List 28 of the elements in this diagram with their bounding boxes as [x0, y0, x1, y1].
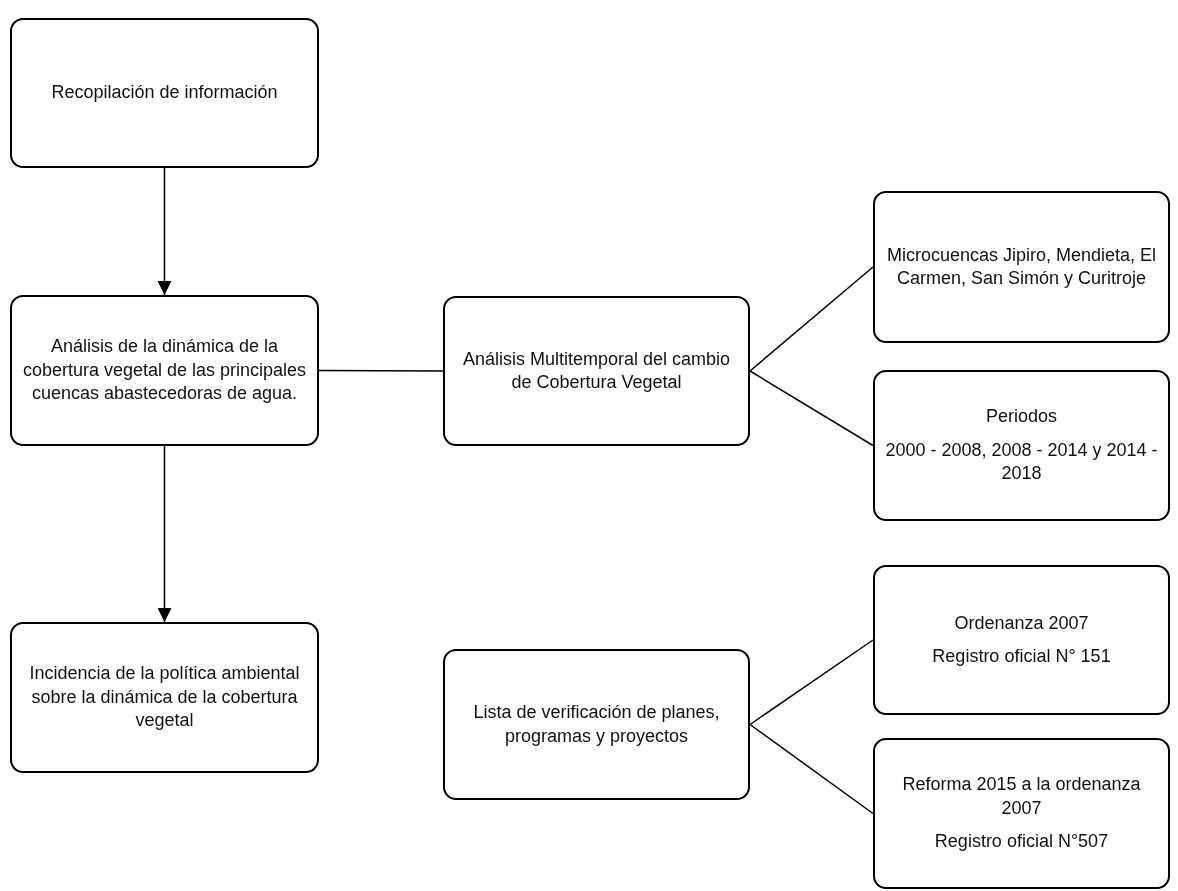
process-box [10, 18, 319, 168]
process-box [443, 296, 750, 446]
box-text: Ordenanza 2007 [954, 611, 1089, 635]
box-text: Recopilación de información [51, 81, 278, 105]
arrow [157, 445, 172, 623]
box-text: Reforma 2015 a la ordenanza 2007 [901, 773, 1142, 820]
box-text: Incidencia de la política ambiental sobre la dinámica de la cobertura vegetal [28, 662, 301, 733]
connector-line [749, 639, 874, 726]
process-box [10, 295, 319, 446]
box-text: Microcuencas Jipiro, Mendieta, El Carmen, San Simón y Curitroje [885, 243, 1158, 290]
box-text: Análisis de la dinámica de la cobertura vegetal de las principales cuencas abastecedoras de agua. [21, 335, 308, 406]
box-text: Periodos [985, 405, 1057, 429]
process-box [873, 191, 1170, 343]
arrow [157, 167, 172, 296]
connector-line [749, 370, 874, 447]
connector-line [749, 723, 874, 815]
box-text: 2000 - 2008, 2008 - 2014 y 2014 - 2018 [884, 438, 1159, 486]
process-box [873, 565, 1170, 715]
process-box [873, 738, 1170, 889]
box-text: Registro oficial N°507 [934, 830, 1109, 854]
connector-line [749, 266, 874, 372]
box-text: Análisis Multitemporal del cambio de Cobertura Vegetal [461, 347, 732, 394]
process-box [873, 370, 1170, 521]
box-text: Lista de verificación de planes, programas y proyectos [472, 701, 721, 748]
process-box [10, 622, 319, 773]
process-box [443, 649, 750, 800]
connector-line [318, 369, 444, 372]
box-text: Registro oficial N° 151 [932, 645, 1111, 668]
